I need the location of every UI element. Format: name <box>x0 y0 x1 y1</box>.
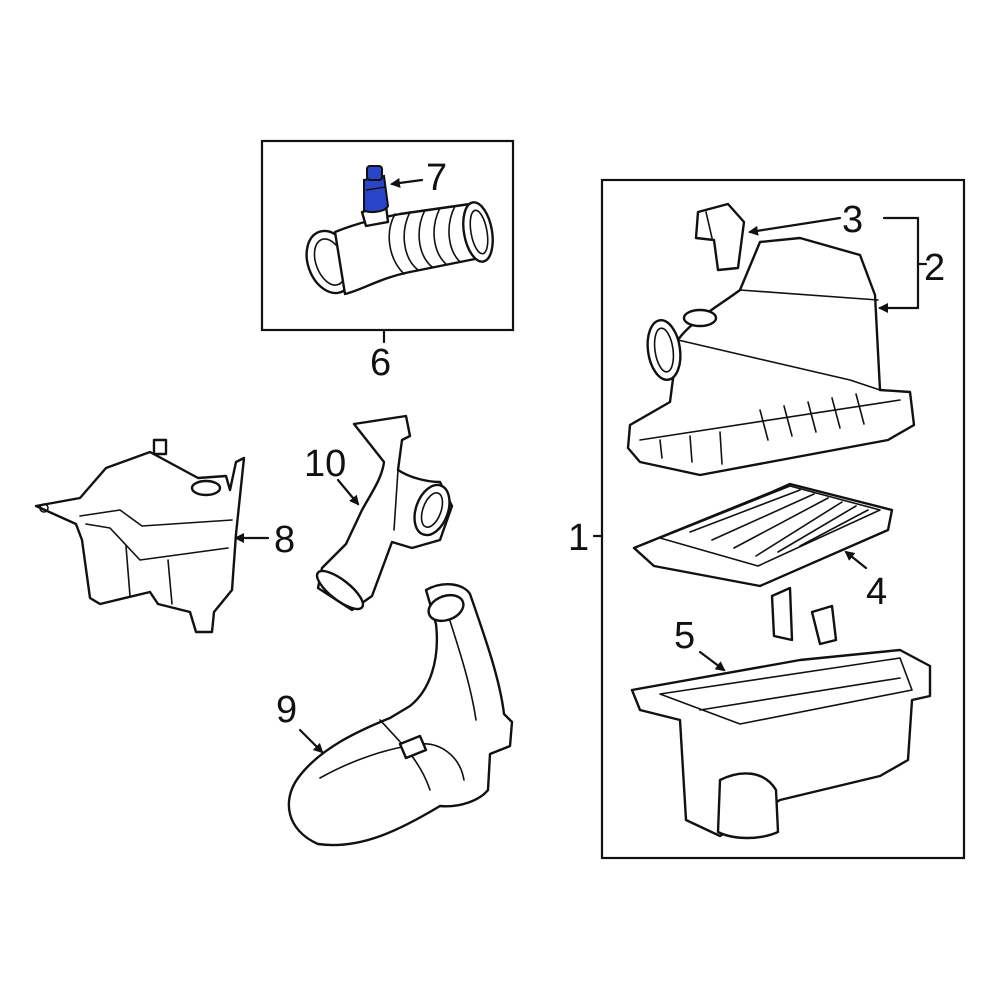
air-cleaner-cap-part <box>626 236 916 477</box>
label-4: 4 <box>866 571 887 613</box>
label-2: 2 <box>924 247 945 289</box>
airflow-meter-part <box>694 202 746 272</box>
resonator-part <box>34 438 246 634</box>
label-6: 6 <box>370 342 391 384</box>
label-1: 1 <box>568 517 589 559</box>
air-cleaner-case-part <box>630 586 932 840</box>
inlet-duct-part <box>287 583 514 847</box>
label-10: 10 <box>304 443 346 485</box>
air-temp-sensor-part <box>363 165 390 214</box>
inset-box-6 <box>260 139 515 332</box>
label-8: 8 <box>274 519 295 561</box>
air-filter-part <box>632 482 894 588</box>
label-7: 7 <box>426 157 447 199</box>
intake-hose-part <box>305 201 494 296</box>
label-9: 9 <box>276 689 297 731</box>
label-5: 5 <box>674 615 695 657</box>
label-3: 3 <box>842 199 863 241</box>
air-duct-part <box>315 414 454 612</box>
inset-box-1 <box>600 178 966 860</box>
